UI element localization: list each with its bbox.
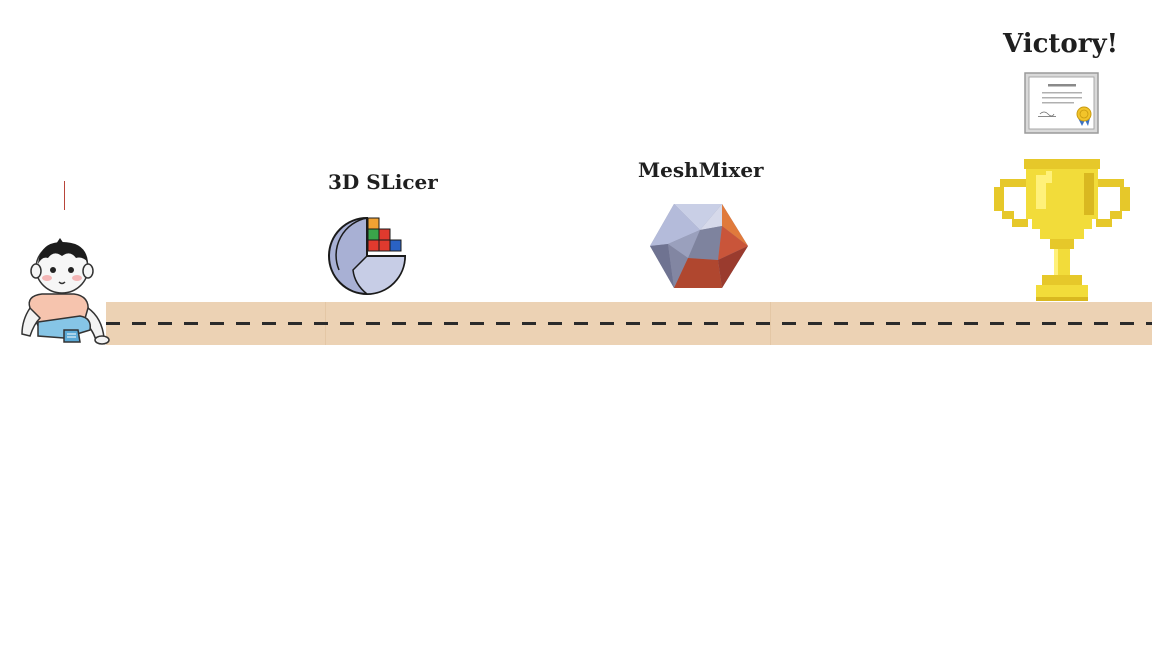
- text-cursor: [64, 181, 65, 210]
- trophy-icon: [994, 159, 1130, 301]
- kid-crawling-icon: [21, 238, 110, 345]
- milestone-label-goal: Victory!: [1003, 29, 1118, 59]
- certificate-icon: [1024, 72, 1099, 134]
- milestone-label-meshmixer: MeshMixer: [638, 158, 764, 182]
- road-center-dashes: [106, 322, 1152, 325]
- meshmixer-logo-icon: [650, 204, 748, 288]
- 3d-slicer-logo-icon: [328, 216, 407, 295]
- milestone-label-slicer: 3D SLicer: [328, 170, 438, 194]
